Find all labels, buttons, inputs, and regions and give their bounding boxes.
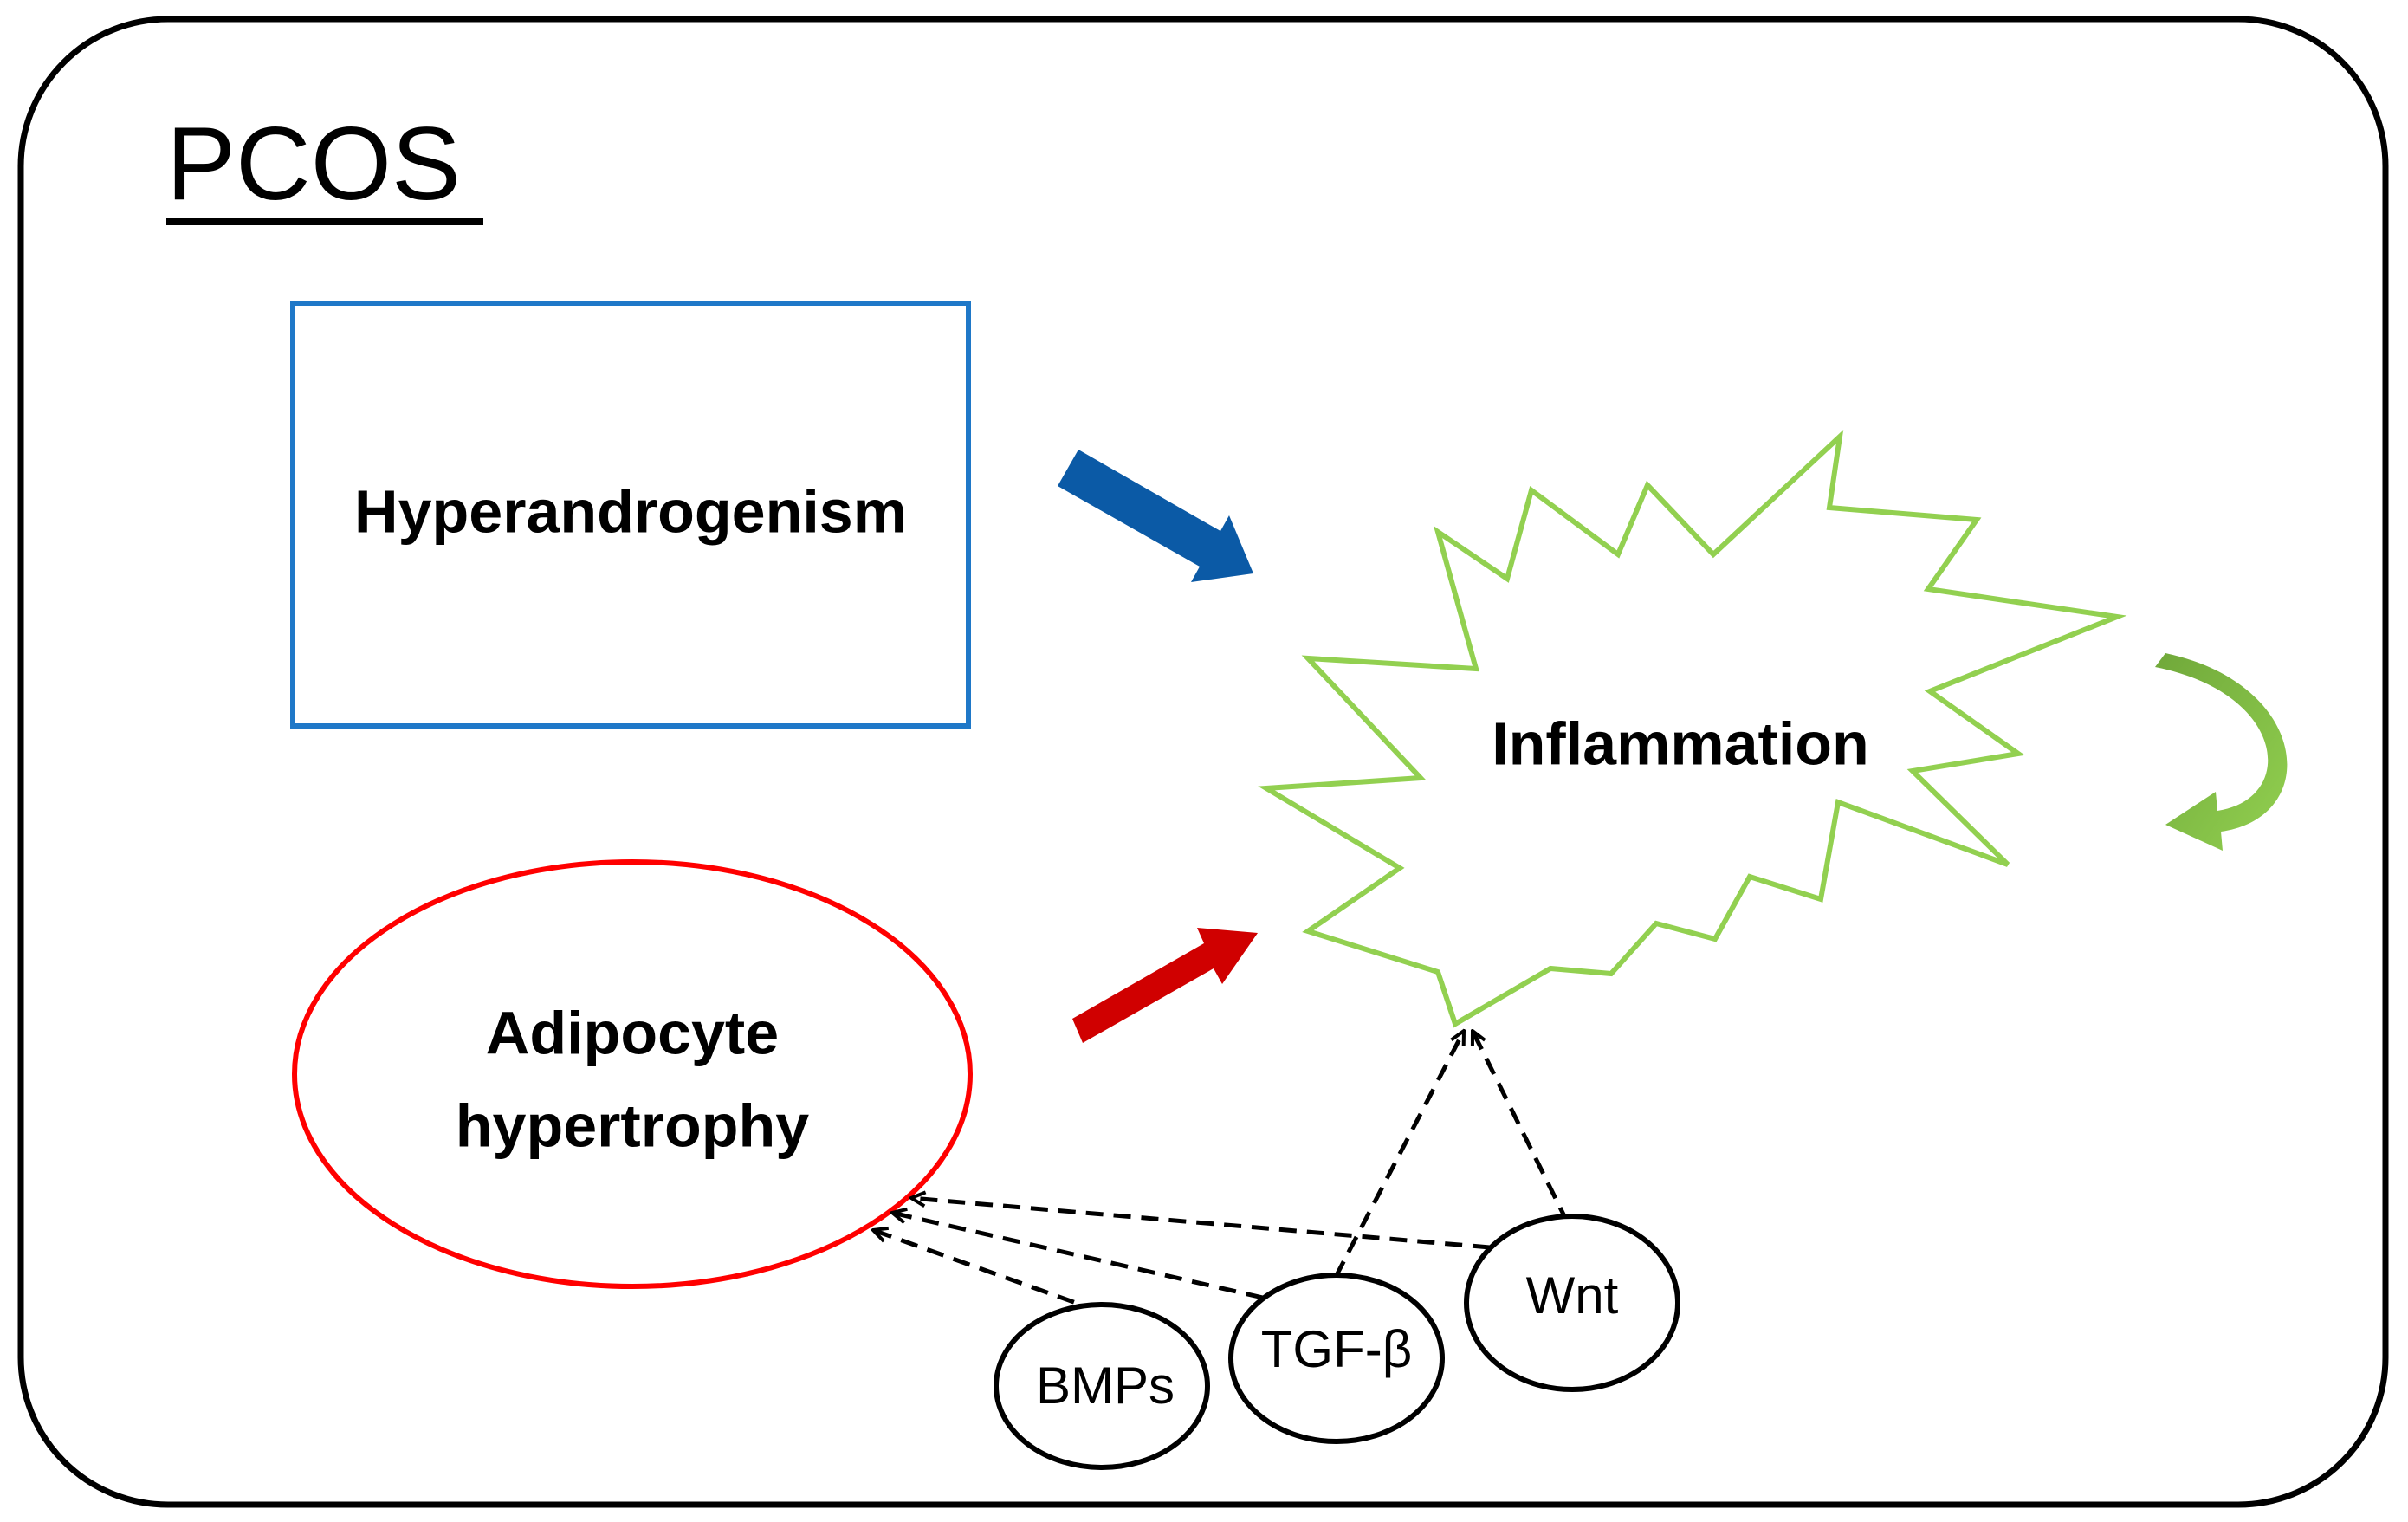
adipocyte-label-line2: hypertrophy [456,1091,809,1159]
dashed-arrow-bmps-to-adipocyte [873,1230,1101,1314]
wnt-label: Wnt [1526,1266,1619,1324]
dashed-arrow-wnt-to-adipocyte [911,1198,1491,1250]
inflammation-self-loop-arrow [2155,653,2288,851]
adipocyte-hypertrophy-ellipse [292,859,973,1289]
tgf-beta-label: TGF-β [1261,1320,1412,1378]
arrow-adipocyte-to-inflammation [1072,928,1258,1043]
inflammation-label: Inflammation [1492,709,1869,777]
inflammation-starburst [1258,429,2127,1028]
dashed-arrow-wnt-to-inflammation [1470,1031,1570,1225]
wnt-node [1464,1214,1680,1392]
adipocyte-label-line1: Adipocyte [486,999,779,1066]
pcos-frame [17,16,2389,1508]
bmps-label: BMPs [1036,1357,1175,1415]
tgf-beta-node [1228,1273,1445,1444]
dashed-arrow-tgf-to-adipocyte [892,1213,1264,1300]
bmps-node [994,1302,1210,1470]
dashed-arrow-tgf-to-inflammation [1333,1031,1466,1279]
hyperandrogenism-box [290,301,971,729]
hyperandrogenism-label: Hyperandrogenism [354,477,907,545]
diagram-title: PCOS [166,106,461,222]
arrow-hyperandrogenism-to-inflammation [1058,450,1253,582]
